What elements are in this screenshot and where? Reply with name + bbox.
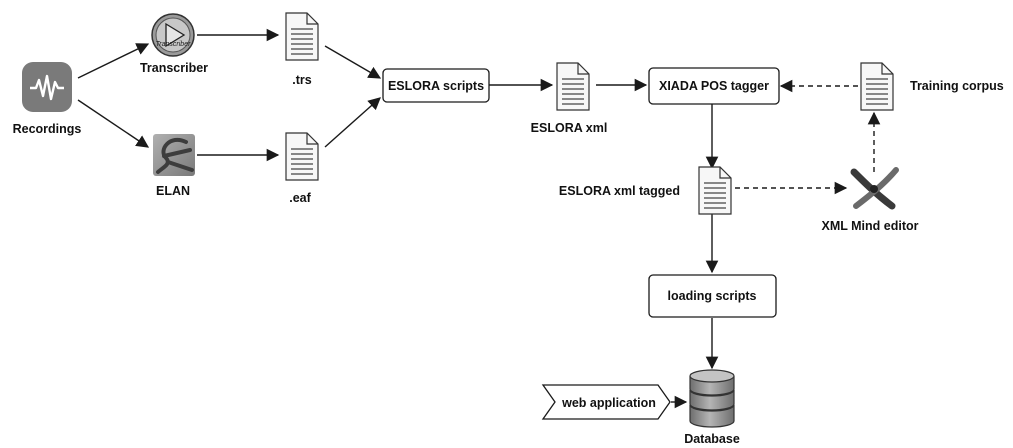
recordings-icon <box>22 62 72 112</box>
eslora-xml-tagged-doc-icon <box>698 166 732 215</box>
xiada-pos-tagger-label: XIADA POS tagger <box>659 79 769 93</box>
loading-scripts-label: loading scripts <box>668 289 757 303</box>
web-application-label: web application <box>561 396 656 410</box>
transcriber-node: Transcriber Transcriber <box>140 13 208 75</box>
edge-trs-eslora-scripts <box>324 45 382 79</box>
transcriber-label: Transcriber <box>140 61 208 75</box>
training-corpus-doc-icon <box>860 62 894 111</box>
elan-label: ELAN <box>156 184 190 198</box>
play-icon <box>165 22 186 48</box>
web-application-shape <box>541 384 671 420</box>
web-application-node: web application <box>541 384 671 420</box>
eslora-xml-label: ESLORA xml <box>531 121 608 135</box>
database-icon <box>689 369 735 428</box>
trs-doc-icon <box>285 12 319 61</box>
eaf-doc-icon <box>285 132 319 181</box>
database-node: Database <box>684 369 740 446</box>
transcriber-logo-text: Transcriber <box>156 41 192 48</box>
database-label: Database <box>684 432 740 446</box>
eslora-xml-doc-icon <box>556 62 590 111</box>
elan-icon-mark <box>156 138 194 174</box>
recordings-label: Recordings <box>13 122 82 136</box>
xml-mind-editor-node: XML Mind editor <box>822 167 919 233</box>
xiada-pos-tagger-box: XIADA POS tagger <box>648 67 780 105</box>
loading-scripts-box: loading scripts <box>648 274 777 318</box>
eslora-scripts-box: ESLORA scripts <box>382 68 490 103</box>
xml-mind-editor-label: XML Mind editor <box>822 219 919 233</box>
edge-eaf-eslora-scripts <box>324 97 381 148</box>
edge-recordings-transcriber <box>77 43 150 79</box>
waveform-icon <box>30 74 64 101</box>
edge-recordings-elan <box>77 99 150 148</box>
trs-label: .trs <box>292 73 312 87</box>
recordings-node: Recordings <box>13 62 82 136</box>
eaf-label: .eaf <box>289 191 311 205</box>
xml-mind-editor-icon <box>850 167 899 210</box>
edges <box>77 28 881 409</box>
elan-node: ELAN <box>153 134 195 198</box>
eslora-xml-tagged-label: ESLORA xml tagged <box>559 184 680 198</box>
eslora-scripts-label: ESLORA scripts <box>388 79 484 93</box>
training-corpus-label: Training corpus <box>910 79 1004 93</box>
